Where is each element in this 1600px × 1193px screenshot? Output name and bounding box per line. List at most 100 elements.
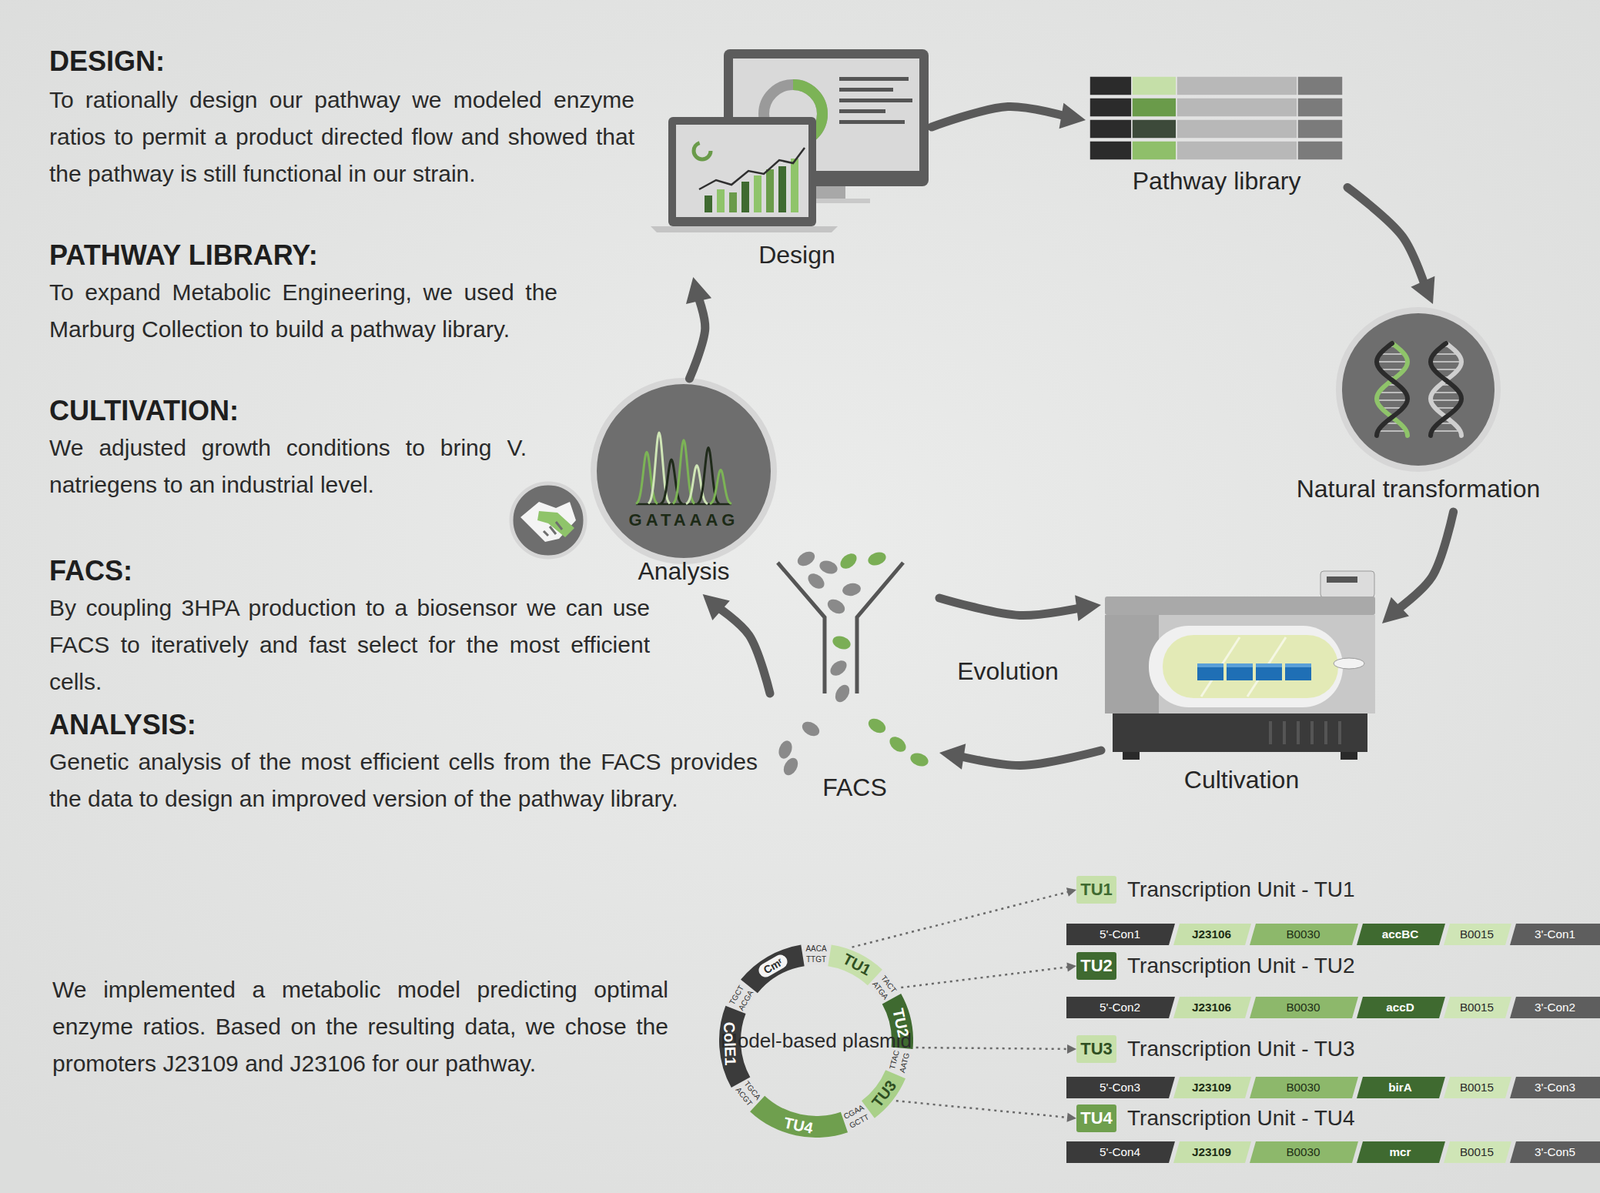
chromatogram-illustration	[709, 469, 732, 504]
facs-illustration	[832, 682, 853, 706]
facs-illustration	[830, 633, 853, 652]
dna-illustration	[1432, 391, 1460, 394]
monitor-illustration	[704, 195, 713, 213]
dna-illustration	[1376, 361, 1408, 363]
pathway-library-bars	[1131, 97, 1177, 118]
part-block: 3'-Con5	[1509, 1141, 1600, 1164]
arrow-head	[939, 743, 966, 770]
pathway-library-bars	[1176, 140, 1298, 161]
handshake-icon	[543, 522, 563, 536]
incubator-illustration	[1104, 615, 1376, 714]
incubator-illustration	[1285, 666, 1312, 681]
unit-code: TU4	[1076, 1104, 1117, 1133]
section-heading: ANALYSIS:	[49, 708, 197, 743]
part-block: J23106	[1173, 923, 1250, 946]
monitor-illustration	[650, 49, 929, 233]
incubator-illustration	[1197, 663, 1224, 668]
arrow-head	[1066, 963, 1077, 973]
connector-line	[956, 750, 1102, 767]
part-shape	[1173, 997, 1252, 1019]
pathway-library-bars	[1089, 140, 1132, 161]
part-name: accBC	[1356, 923, 1444, 946]
part-name: 3'-Con1	[1509, 923, 1600, 946]
dna-illustration	[1430, 343, 1462, 436]
leader-arrow	[896, 1101, 1077, 1123]
cycle-arrow	[1347, 187, 1435, 305]
facs-illustration	[837, 550, 861, 573]
unit-code: TU3	[1076, 1035, 1117, 1064]
facs-illustration	[780, 756, 801, 779]
connector-line	[900, 967, 1070, 988]
unit-badge: TU3Transcription Unit - TU3	[1076, 1035, 1117, 1064]
chromatogram-illustration	[593, 381, 774, 562]
leader-arrow	[852, 887, 1077, 948]
handshake-icon	[511, 483, 586, 558]
dna-illustration	[1430, 361, 1462, 363]
incubator-illustration	[1320, 571, 1375, 598]
dna-illustration	[1376, 399, 1408, 402]
monitor-illustration	[676, 124, 809, 218]
dna-illustration	[1338, 310, 1498, 469]
cycle-arrow	[686, 277, 712, 379]
section-heading: CULTIVATION:	[49, 394, 239, 429]
part-shape	[1509, 997, 1600, 1019]
arrow-head	[1066, 1113, 1077, 1123]
facs-illustration	[776, 739, 794, 761]
part-block: accD	[1356, 997, 1444, 1019]
part-name: B0015	[1443, 997, 1510, 1019]
part-block: B0030	[1249, 1077, 1357, 1099]
part-shape	[1443, 1077, 1512, 1099]
part-block: B0015	[1443, 1141, 1510, 1164]
dna-illustration	[1430, 343, 1462, 436]
incubator-illustration	[1112, 713, 1368, 753]
part-name: B0015	[1443, 1141, 1510, 1164]
cultivation-step: Cultivation	[1101, 565, 1383, 797]
part-block: J23109	[1173, 1141, 1250, 1164]
step-label: FACS	[769, 772, 940, 804]
unit-title: Transcription Unit - TU1	[1127, 876, 1356, 904]
part-shape	[1066, 1077, 1175, 1099]
edge-label: Evolution	[957, 656, 1059, 687]
arrow-head	[1059, 103, 1086, 130]
unit-code: TU2	[1076, 952, 1117, 981]
pathway-library-bars	[1089, 76, 1132, 96]
part-block: birA	[1356, 1077, 1444, 1099]
incubator-illustration	[1104, 596, 1376, 616]
connector-line	[916, 1047, 1071, 1050]
unit-title: Transcription Unit - TU2	[1127, 952, 1356, 981]
step-label: Cultivation	[1101, 764, 1383, 796]
unit-title: Transcription Unit - TU4	[1127, 1104, 1356, 1133]
body-text: Genetic analysis of the most efficient c…	[49, 743, 758, 818]
handshake-icon	[511, 483, 586, 558]
incubator-illustration	[1310, 721, 1314, 745]
part-name: 5'-Con1	[1066, 923, 1174, 946]
arrow-head	[1066, 887, 1077, 898]
label-holder: ColE1	[719, 1021, 740, 1066]
incubator-illustration	[1326, 576, 1358, 583]
label-holder: By coupling 3HPA production to a biosens…	[49, 589, 650, 701]
label-holder: FACS:	[49, 554, 133, 589]
chromatogram-illustration	[593, 381, 774, 562]
incubator-illustration	[1122, 752, 1140, 760]
monitor-illustration	[839, 87, 894, 92]
library-step: Pathway library	[1085, 73, 1348, 201]
pathway-library-bars	[1176, 119, 1298, 139]
label-holder: Genetic analysis of the most efficient c…	[49, 743, 758, 818]
part-name: J23109	[1173, 1141, 1250, 1164]
part-name: 5'-Con4	[1066, 1141, 1174, 1164]
incubator-illustration	[1268, 721, 1272, 745]
pathway-library-bars	[1297, 97, 1343, 118]
arrow-head	[1382, 597, 1410, 624]
part-name: J23106	[1173, 923, 1250, 946]
pathway-library-bars	[1131, 119, 1177, 139]
part-name: mcr	[1356, 1141, 1444, 1164]
pathway-library-bars	[1089, 76, 1343, 161]
dna-illustration	[1379, 391, 1406, 394]
part-shape	[1249, 1077, 1359, 1099]
label-holder: To rationally design our pathway we mode…	[49, 81, 635, 193]
overhang-zone	[800, 943, 831, 967]
arrow-head	[1074, 595, 1102, 622]
dna-illustration	[1433, 368, 1459, 371]
step-label: Pathway library	[1085, 165, 1348, 197]
facs-illustration	[817, 558, 840, 576]
